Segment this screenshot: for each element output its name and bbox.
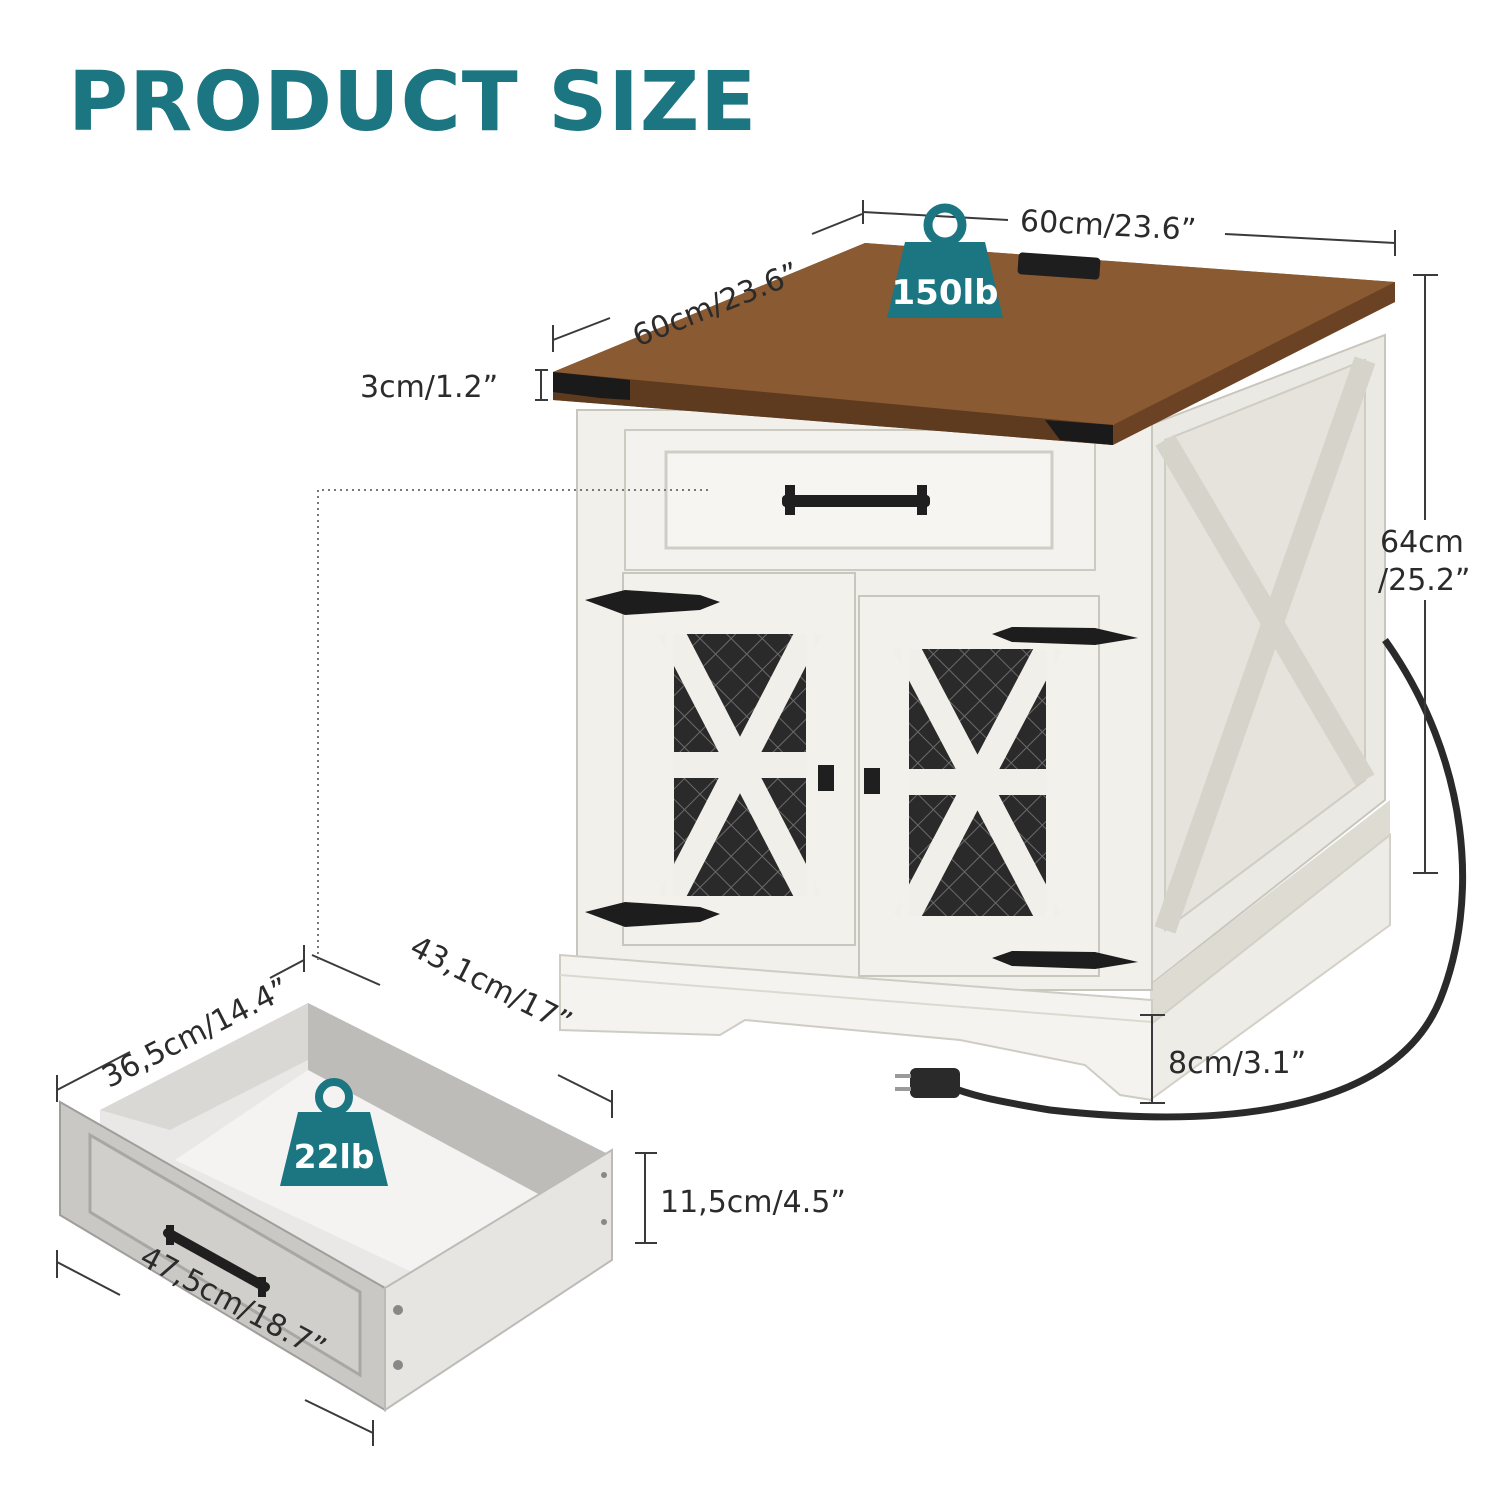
drawer-handle [782,495,930,507]
plug-icon [895,1068,960,1098]
height-label-line1: 64cm [1380,525,1464,560]
drawer-pull-handle [163,1225,270,1297]
drawer-weight-label: 22lb [294,1137,375,1176]
power-outlet-strip [1017,252,1101,280]
door-knob-right [864,768,880,794]
drawer-inner-width-label: 43,1cm/17” [404,929,577,1040]
drawer-weight-icon: 22lb [280,1078,388,1186]
base-height-label: 8cm/3.1” [1168,1046,1306,1081]
end-table [553,243,1467,1121]
table-weight-icon: 150lb [887,203,1003,318]
left-door [622,572,856,946]
right-door [858,595,1100,977]
drawer-height-label: 11,5cm/4.5” [660,1185,846,1220]
drawer-leader-line [317,489,712,960]
table-width-label: 60cm/23.6” [1019,204,1197,248]
height-label-line2: /25.2” [1378,563,1470,598]
page-title: PRODUCT SIZE [68,55,758,150]
door-hinges [585,590,1138,969]
top-thickness-label: 3cm/1.2” [360,370,498,405]
dimension-lines [56,200,1438,1446]
power-cord [943,637,1467,1121]
door-knob-left [818,765,834,791]
table-weight-label: 150lb [892,273,999,313]
